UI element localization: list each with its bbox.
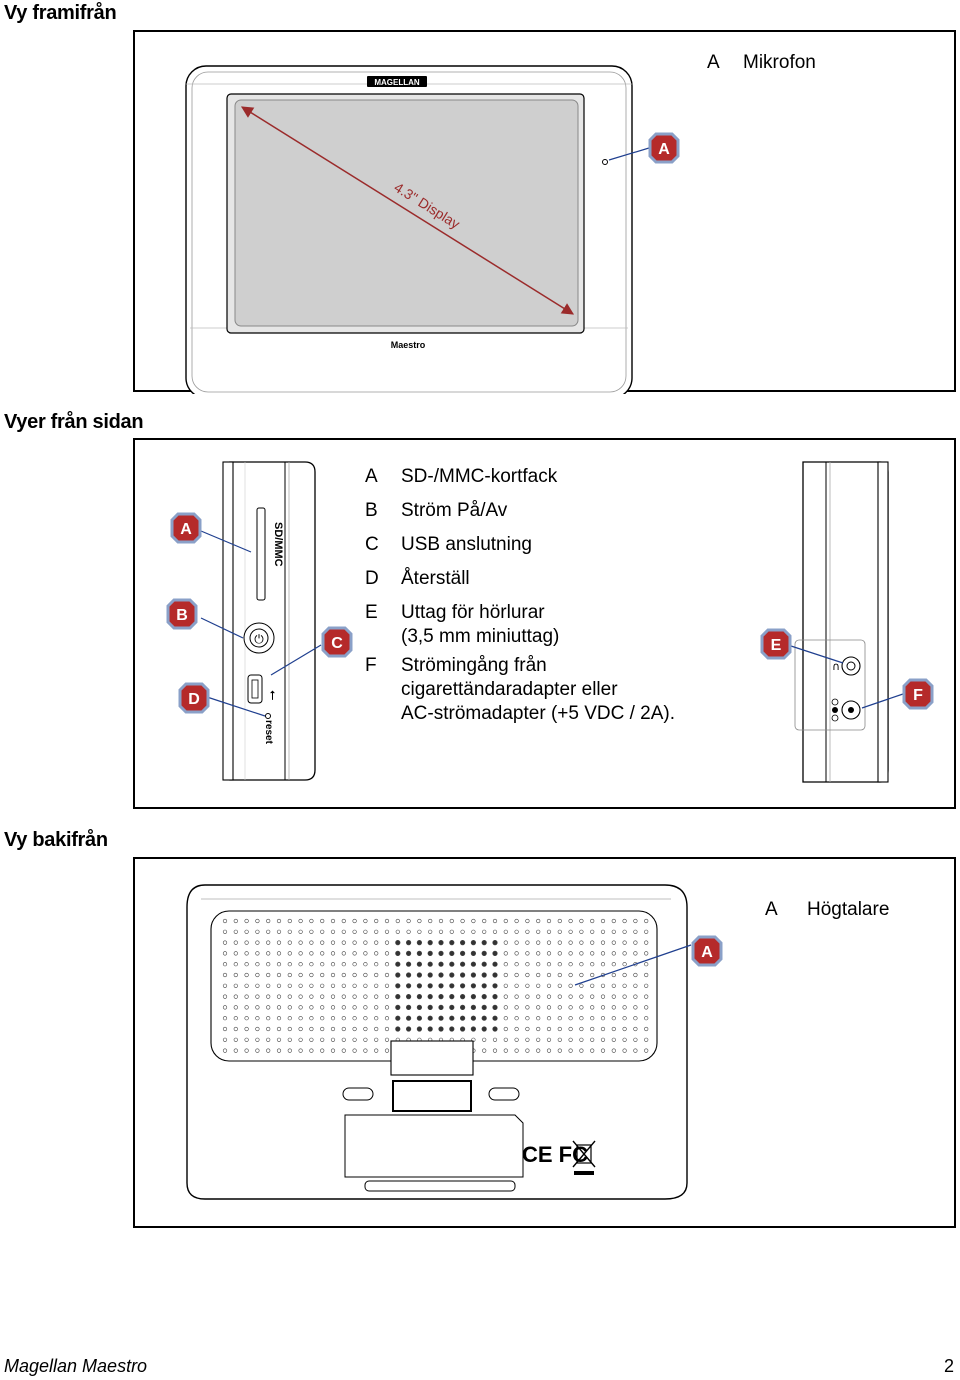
side-view-panel: SD/MMC ⏻ ⭠ reset A B C D bbox=[133, 438, 956, 809]
side-legend-item: E Uttag för hörlurar (3,5 mm miniuttag) bbox=[365, 596, 675, 649]
front-legend-item: A Mikrofon bbox=[707, 46, 816, 80]
front-view-panel: 4.3" Display MAGELLAN Maestro A A Mikrof… bbox=[133, 30, 956, 394]
legend-line: Uttag för hörlurar bbox=[401, 602, 545, 623]
legend-key: A bbox=[365, 466, 378, 487]
legend-key: F bbox=[365, 655, 377, 676]
badge-a-side: A bbox=[170, 512, 202, 544]
microphone-hole bbox=[602, 159, 608, 165]
svg-text:B: B bbox=[176, 607, 188, 624]
power-icon: ⏻ bbox=[254, 632, 264, 646]
brand-logo-top: MAGELLAN bbox=[374, 78, 420, 87]
sd-mmc-label: SD/MMC bbox=[272, 522, 284, 567]
brand-logo-bottom: Maestro bbox=[391, 340, 426, 350]
svg-text:D: D bbox=[188, 691, 200, 708]
svg-text:A: A bbox=[180, 521, 192, 538]
weee-bin-icon bbox=[572, 1140, 596, 1175]
side-legend-item: F Strömingång från cigarettändaradapter … bbox=[365, 649, 675, 726]
svg-text:E: E bbox=[771, 637, 782, 654]
legend-key: A bbox=[707, 52, 720, 73]
badge-a-back: A bbox=[691, 935, 723, 967]
back-legend: A Högtalare bbox=[765, 893, 889, 927]
front-view-heading: Vy framifrån bbox=[4, 2, 117, 24]
page-number: 2 bbox=[943, 1356, 954, 1376]
back-legend-item: A Högtalare bbox=[765, 893, 889, 927]
front-device-illustration: 4.3" Display MAGELLAN Maestro A bbox=[185, 65, 680, 394]
side-legend: A SD-/MMC-kortfack B Ström På/Av C USB a… bbox=[365, 460, 675, 726]
side-legend-item: C USB anslutning bbox=[365, 528, 675, 562]
legend-text: Strömingång från cigarettändaradapter el… bbox=[401, 649, 675, 726]
back-view-panel: CE FC A A Högtalare bbox=[133, 857, 956, 1228]
side-legend-item: B Ström På/Av bbox=[365, 494, 675, 528]
legend-line: (3,5 mm miniuttag) bbox=[401, 626, 560, 647]
legend-text: Återställ bbox=[401, 568, 470, 589]
headphone-icon: ∩ bbox=[832, 660, 840, 673]
side-view-heading: Vyer från sidan bbox=[4, 411, 144, 433]
reset-label: reset bbox=[263, 720, 274, 745]
legend-key: D bbox=[365, 568, 379, 589]
side-legend-item: D Återställ bbox=[365, 562, 675, 596]
legend-line: AC-strömadapter (+5 VDC / 2A). bbox=[401, 703, 676, 724]
legend-text: Uttag för hörlurar (3,5 mm miniuttag) bbox=[401, 596, 559, 649]
speaker-grille bbox=[222, 918, 649, 1053]
legend-text: Mikrofon bbox=[743, 52, 816, 73]
svg-text:C: C bbox=[331, 635, 343, 652]
badge-a-front: A bbox=[648, 132, 680, 164]
legend-text: SD-/MMC-kortfack bbox=[401, 466, 558, 487]
legend-line: Strömingång från bbox=[401, 655, 547, 676]
legend-text: Högtalare bbox=[807, 899, 890, 920]
svg-text:F: F bbox=[913, 687, 923, 704]
legend-key: E bbox=[365, 602, 378, 623]
legend-text: USB anslutning bbox=[401, 534, 532, 555]
badge-b-side: B bbox=[166, 598, 198, 630]
footer-title: Magellan Maestro bbox=[4, 1356, 148, 1376]
svg-text:A: A bbox=[658, 141, 670, 158]
badge-e-side: E bbox=[760, 628, 792, 660]
badge-c-side: C bbox=[321, 626, 353, 658]
usb-icon: ⭠ bbox=[265, 690, 280, 700]
badge-d-side: D bbox=[178, 682, 210, 714]
side-legend-item: A SD-/MMC-kortfack bbox=[365, 460, 675, 494]
back-view-heading: Vy bakifrån bbox=[4, 829, 108, 851]
front-legend: A Mikrofon bbox=[707, 46, 816, 80]
svg-text:A: A bbox=[701, 944, 713, 961]
legend-key: C bbox=[365, 534, 379, 555]
badge-f-side: F bbox=[902, 678, 934, 710]
legend-key: B bbox=[365, 500, 378, 521]
legend-line: cigarettändaradapter eller bbox=[401, 679, 618, 700]
legend-text: Ström På/Av bbox=[401, 500, 508, 521]
legend-key: A bbox=[765, 899, 778, 920]
back-device-illustration: CE FC A bbox=[186, 884, 723, 1200]
side-device-illustration: SD/MMC ⏻ ⭠ reset A B C D bbox=[166, 461, 934, 783]
